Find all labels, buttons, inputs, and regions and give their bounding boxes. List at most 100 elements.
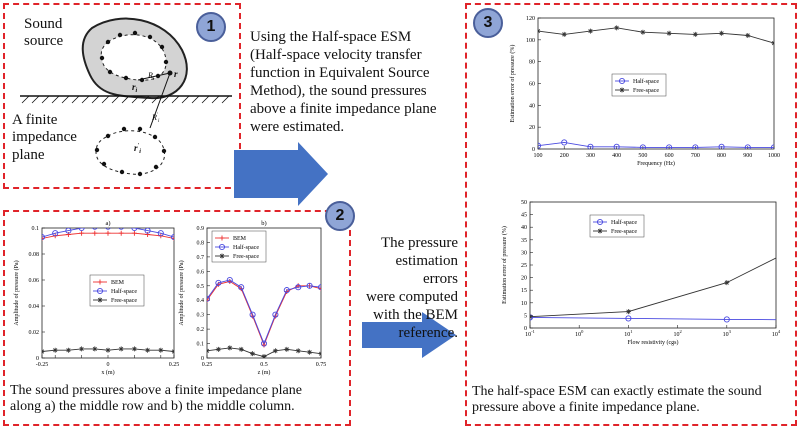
x-tick-label: 0.5 (260, 362, 268, 368)
data-point (226, 276, 233, 284)
data-point (745, 32, 751, 38)
middle-text: The pressure estimation errors were comp… (365, 235, 458, 341)
y-tick-label: 40 (529, 103, 535, 109)
series-half-space (538, 139, 774, 149)
legend-marker (219, 235, 225, 241)
data-point (318, 351, 321, 357)
x-tick-label: 103 (723, 329, 732, 338)
data-point (52, 230, 59, 237)
data-point (625, 315, 632, 322)
y-tick-label: 0.4 (197, 298, 205, 304)
y-tick-label: 50 (521, 200, 527, 206)
symbol-ri: ri (132, 82, 138, 94)
data-point (131, 230, 137, 236)
data-point (42, 234, 46, 241)
x-tick-exponent: -1 (531, 329, 535, 334)
data-point (215, 346, 221, 352)
panel-2-caption: The sound pressures above a finite imped… (10, 383, 302, 415)
x-tick-label: 0.25 (169, 362, 180, 368)
data-point (118, 228, 124, 230)
y-tick-label: 35 (521, 238, 527, 244)
x-tick-label: 101 (624, 329, 632, 338)
legend-box (589, 214, 645, 238)
legend-label: BEM (233, 236, 247, 242)
x-tick-label: 400 (612, 153, 621, 159)
data-point (640, 29, 646, 35)
data-point (771, 40, 774, 46)
y-tick-label: 0.2 (197, 327, 205, 333)
image-source-ring (95, 130, 166, 175)
plane-hatching (21, 95, 230, 104)
y-tick-label: 0.9 (197, 226, 205, 232)
data-point (561, 139, 568, 146)
data-point (587, 28, 593, 34)
data-point (723, 316, 730, 323)
data-point (65, 347, 71, 353)
data-point (144, 228, 151, 234)
x-tick-exponent: 0 (581, 329, 584, 334)
arrow-right (362, 312, 456, 358)
series-line (538, 27, 774, 44)
y-tick-label: 0.1 (32, 226, 40, 232)
data-point (692, 144, 699, 149)
symbol-ri-image: r'i (134, 143, 141, 155)
x-tick-label: 104 (772, 329, 781, 338)
data-point (272, 311, 279, 318)
x-tick-label: 0.75 (316, 362, 327, 368)
legend-label: Free-space (611, 229, 637, 235)
data-point (724, 280, 730, 286)
x-tick-label: -0.25 (36, 362, 49, 368)
data-point (170, 234, 174, 241)
legend-label: Free-space (233, 254, 259, 260)
symbol-Ri: R'i (151, 113, 160, 124)
x-tick-label: 100 (534, 153, 543, 159)
x-axis-label: Flow resistivity (cgs) (628, 339, 679, 346)
data-point (718, 143, 725, 149)
data-point (614, 25, 620, 31)
legend-label: BEM (111, 280, 125, 286)
badge-2: 2 (325, 201, 355, 231)
data-point (65, 228, 72, 234)
data-point (318, 286, 321, 292)
data-point (561, 31, 567, 37)
data-point (42, 235, 45, 241)
x-tick-label: 10-1 (525, 329, 535, 338)
data-point (625, 309, 631, 315)
data-point (207, 295, 211, 302)
y-tick-label: 0.08 (29, 252, 40, 258)
legend-label: Half-space (633, 78, 659, 85)
image-source-points (94, 126, 167, 177)
legend-marker (218, 243, 226, 251)
data-point (317, 284, 321, 291)
legend-label: Free-space (111, 298, 137, 304)
data-point (587, 143, 594, 149)
data-point (666, 144, 673, 149)
y-tick-label: 120 (526, 16, 535, 22)
x-tick-exponent: 3 (729, 329, 732, 334)
data-point (118, 230, 124, 236)
symbol-r: r (174, 69, 178, 79)
y-axis-label: Amplitude of pressure (Pa) (178, 260, 185, 325)
y-tick-label: 0.1 (197, 342, 205, 348)
data-point (227, 345, 233, 351)
legend-marker (97, 279, 103, 285)
data-point (238, 346, 244, 352)
x-tick-exponent: 1 (630, 329, 632, 334)
data-point (744, 144, 751, 149)
data-point (530, 314, 533, 320)
data-point (105, 230, 111, 236)
x-tick-label: 800 (717, 153, 726, 159)
vector-Ri (149, 72, 171, 129)
data-point (52, 347, 58, 353)
data-point (306, 282, 313, 289)
x-tick-label: 500 (638, 153, 647, 159)
series-free-space (42, 346, 174, 354)
data-point (118, 346, 124, 352)
legend-label: Half-space (111, 288, 137, 295)
series-half-space (207, 276, 321, 347)
data-point (249, 311, 256, 318)
x-tick-label: 700 (691, 153, 700, 159)
